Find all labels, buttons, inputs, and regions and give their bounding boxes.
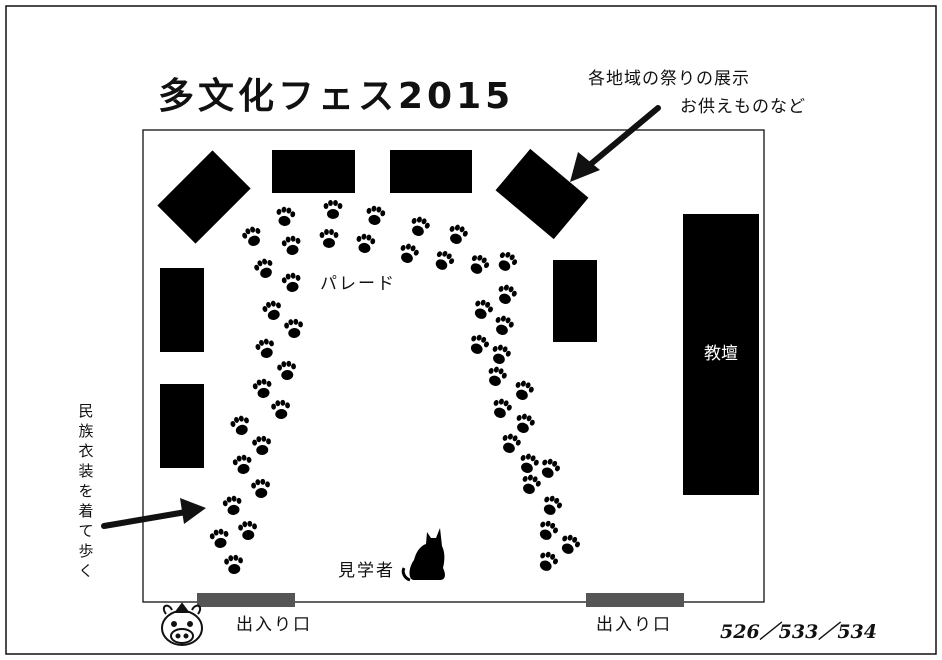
paw-print-icon [251,435,273,456]
spectators-label: 見学者 [338,561,395,581]
cow-mascot-icon [161,602,203,646]
paw-print-icon [465,251,492,278]
entrance-right-door [586,593,684,607]
cat-silhouette-icon [401,528,445,582]
paw-print-icon [498,431,523,456]
paw-print-icon [223,554,245,575]
entrance-right-label: 出入り口 [596,615,672,635]
paw-print-icon [274,205,297,228]
festival-display-note-line2: お供えものなど [680,97,806,117]
paw-print-icon [354,232,377,255]
paw-print-icon [319,229,339,248]
costume-note-text: 民族衣装を着て歩く [78,402,93,580]
paw-print-icon [539,493,565,519]
paw-print-icon [537,456,563,482]
paw-print-icon [518,472,543,497]
paw-print-icon [430,247,457,274]
paw-print-icon [512,411,537,436]
paw-print-icon [280,234,303,257]
desk-top-1 [272,150,355,193]
paw-print-icon [252,256,277,281]
desk-right [553,260,597,342]
paw-print-icon [511,378,536,403]
paw-print-icon [251,377,274,400]
desk-top-2 [390,150,472,193]
paw-print-icon [535,518,561,544]
paw-print-icon [280,271,303,294]
paw-print-icon [231,453,254,476]
desk-top-right-angled [495,148,589,240]
costume-note: 民族衣装を着て歩く [78,402,93,580]
paw-print-icon [229,413,253,438]
arrow-to-parade-route [101,498,206,529]
paw-print-icon [221,494,244,517]
paw-print-icon [470,297,496,323]
page-title: 多文化フェス2015 [158,76,514,117]
paw-print-icon [489,396,514,421]
desk-left-1 [160,268,204,352]
podium [683,214,759,495]
paw-print-icon [466,332,492,358]
paw-print-icon [276,360,298,381]
outer-frame [5,5,937,655]
parade-label: パレード [320,274,396,294]
page-numbers: 526／533／534 [720,621,877,643]
paw-print-icon [261,298,285,323]
paw-print-icon [323,200,343,219]
paw-print-icon [516,451,541,476]
paw-print-icon [270,399,292,420]
paw-print-icon [407,214,432,239]
paw-print-icon [493,248,520,275]
parade-route-paw-prints [208,200,583,575]
entrance-left-door [197,593,295,607]
festival-display-note-line1: 各地域の祭りの展示 [588,69,750,89]
paw-print-icon [250,478,272,499]
desk-top-left-angled [157,150,251,244]
paw-print-icon [491,313,516,338]
paw-print-icon [208,527,231,550]
paw-print-icon [396,241,421,266]
paw-print-icon [237,520,259,541]
room-outline [142,129,765,603]
paw-print-icon [494,282,519,307]
paw-print-icon [240,224,265,249]
arrow-to-display-desk [570,105,661,182]
paw-print-icon [254,336,278,361]
podium-label: 教壇 [704,344,738,364]
paw-print-icon [488,342,513,367]
desk-left-2 [160,384,204,468]
paw-print-icon [364,204,387,227]
paw-print-icon [445,222,470,247]
entrance-left-label: 出入り口 [236,615,312,635]
paw-print-icon [557,532,583,558]
paw-print-icon [535,549,561,575]
paw-print-icon [484,364,509,389]
paw-print-icon [283,318,305,339]
